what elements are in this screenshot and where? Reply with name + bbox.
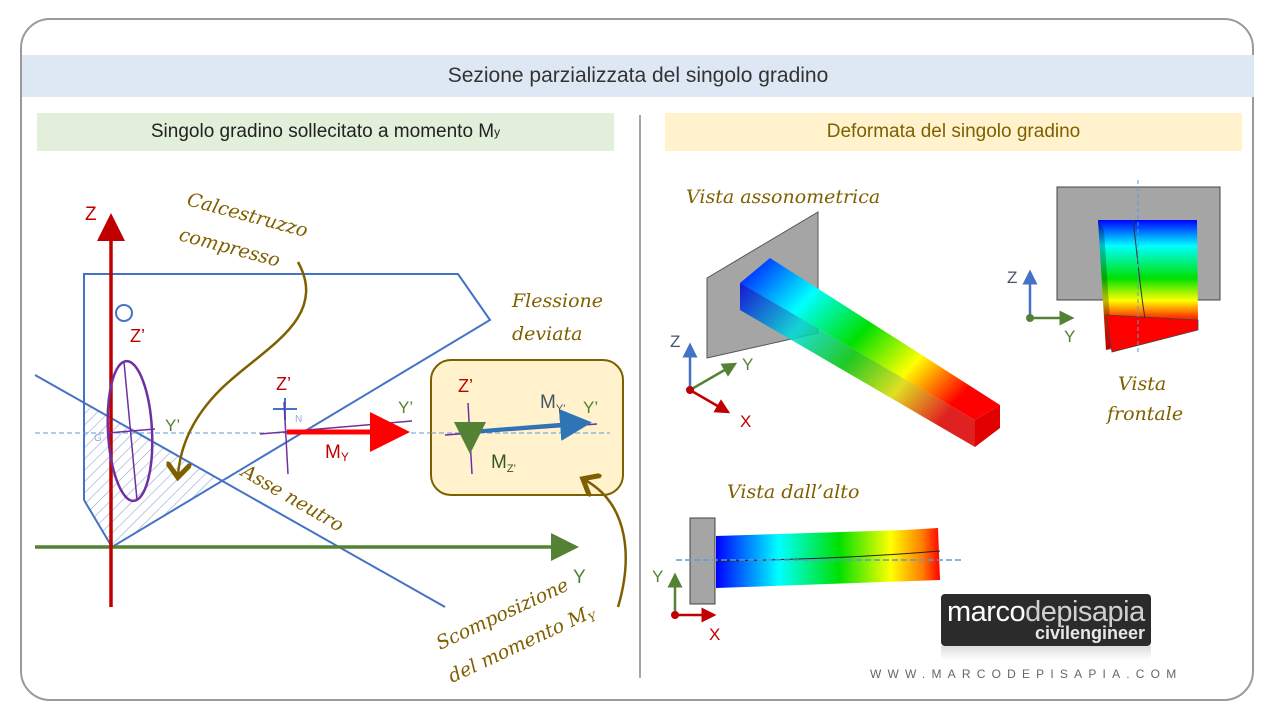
- vista-frontale-2: frontale: [1105, 403, 1183, 425]
- slide-frame: [20, 18, 1254, 701]
- axo-x-label: X: [740, 412, 751, 431]
- z-prime-label-n: Z’: [276, 374, 291, 394]
- brand-logo: marcodepisapia civilengineer: [941, 594, 1151, 646]
- z-prime-axis-n: [283, 401, 289, 475]
- g-label: G: [94, 433, 102, 444]
- neutral-axis-line: [34, 374, 446, 608]
- logo-name: marcodepisapia: [947, 596, 1145, 629]
- y-prime-label-g: Y’: [165, 416, 180, 435]
- deformed-beam-axo: [740, 258, 1000, 447]
- front-z-label: Z: [1007, 268, 1017, 287]
- my-prime-label: MY’: [540, 392, 566, 415]
- n-label: N: [295, 414, 302, 425]
- axes-front: [1022, 269, 1075, 326]
- step-section-outline: [83, 273, 492, 549]
- vista-frontale-1: Vista: [1118, 373, 1166, 395]
- note-flessione-2: deviata: [512, 323, 583, 345]
- y-axis-label: Y: [573, 567, 586, 588]
- scomposizione-pointer-arrow: [585, 480, 627, 608]
- slide-title: Sezione parzializzata del singolo gradin…: [22, 55, 1254, 97]
- deformed-beam-top: [715, 528, 941, 588]
- slide-title-text: Sezione parzializzata del singolo gradin…: [447, 64, 829, 87]
- panel-divider: [639, 115, 641, 678]
- compressed-zone-hatch: [84, 403, 222, 547]
- top-x-label: X: [709, 625, 720, 644]
- box-z-prime-label: Z’: [458, 376, 473, 396]
- box-y-prime-label: Y’: [583, 398, 598, 417]
- logo-part2: depisapia: [1025, 596, 1145, 628]
- right-subtitle-text: Deformata del singolo gradino: [826, 121, 1081, 142]
- my-label: MY: [325, 442, 349, 464]
- right-subtitle: Deformata del singolo gradino: [665, 113, 1242, 151]
- z-prime-label-g: Z’: [130, 326, 145, 346]
- z-axis-label: Z: [85, 204, 97, 225]
- note-flessione-1: Flessione: [511, 290, 603, 312]
- inertia-ellipse: [106, 359, 156, 503]
- logo-tagline: civilengineer: [1034, 623, 1145, 643]
- axo-y-label: Y: [742, 355, 753, 374]
- left-subtitle-sub: y: [494, 125, 501, 139]
- vista-assonometrica-label: Vista assonometrica: [686, 186, 880, 208]
- top-y-label: Y: [652, 567, 663, 586]
- axes-top: [667, 572, 717, 623]
- website-url: WWW.MARCODEPISAPIA.COM: [870, 667, 1183, 681]
- deformed-beam-front: [1098, 219, 1199, 353]
- axo-z-label: Z: [670, 332, 680, 351]
- calcestruzzo-pointer-arrow: [178, 261, 308, 475]
- axes-axo: [682, 342, 738, 414]
- left-subtitle-text: Singolo gradino sollecitato a momento M: [150, 121, 495, 142]
- mz-prime-label: MZ’: [491, 452, 516, 475]
- front-y-label: Y: [1064, 327, 1075, 346]
- logo-reflection: [941, 646, 1151, 660]
- y-prime-label-n: Y’: [398, 398, 413, 417]
- moment-my-prime-arrow: [469, 408, 592, 441]
- vista-alto-label: Vista dall’alto: [727, 481, 859, 503]
- small-circle: [115, 304, 133, 322]
- support-plate-top: [689, 517, 716, 605]
- logo-part1: marco: [947, 596, 1026, 628]
